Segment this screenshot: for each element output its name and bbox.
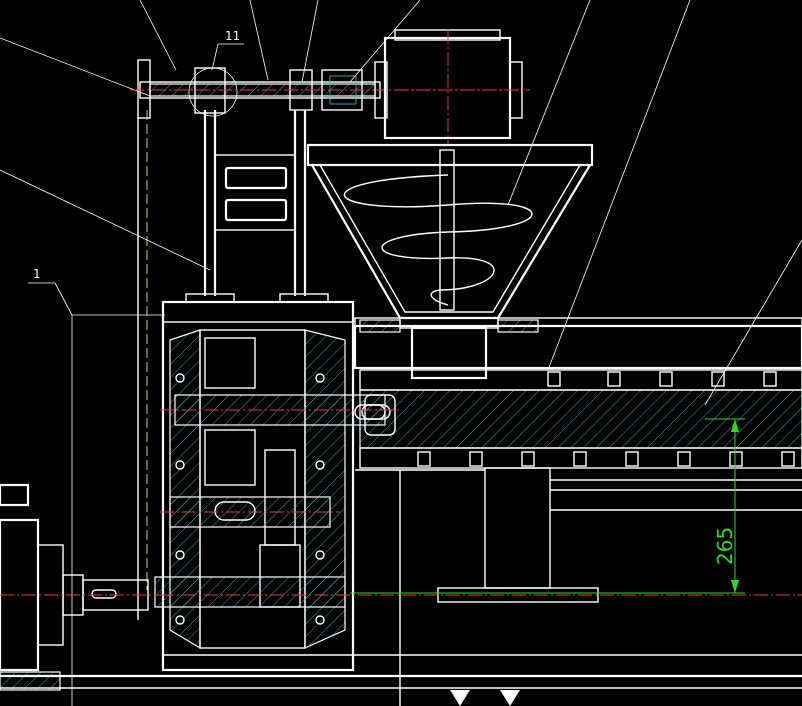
dimension-265-label: 265 [713,527,737,565]
callout-1: 1 [28,267,165,706]
main-motor [0,483,160,691]
leader-lines [0,0,802,406]
hopper [306,143,594,380]
bed-frame [355,467,802,706]
base-rails [0,594,802,706]
callout-11: 11 [188,29,244,117]
callout-1-label: 1 [33,267,41,281]
hopper-motor [374,29,525,145]
vertical-support [185,110,329,303]
belt-line [137,110,148,620]
callout-11-label: 11 [225,29,240,43]
screw-flights [417,371,795,467]
gearbox [154,300,400,672]
screw-barrel [353,317,802,469]
top-drive-shaft [130,59,530,119]
dimension-265: 265 [350,418,745,594]
